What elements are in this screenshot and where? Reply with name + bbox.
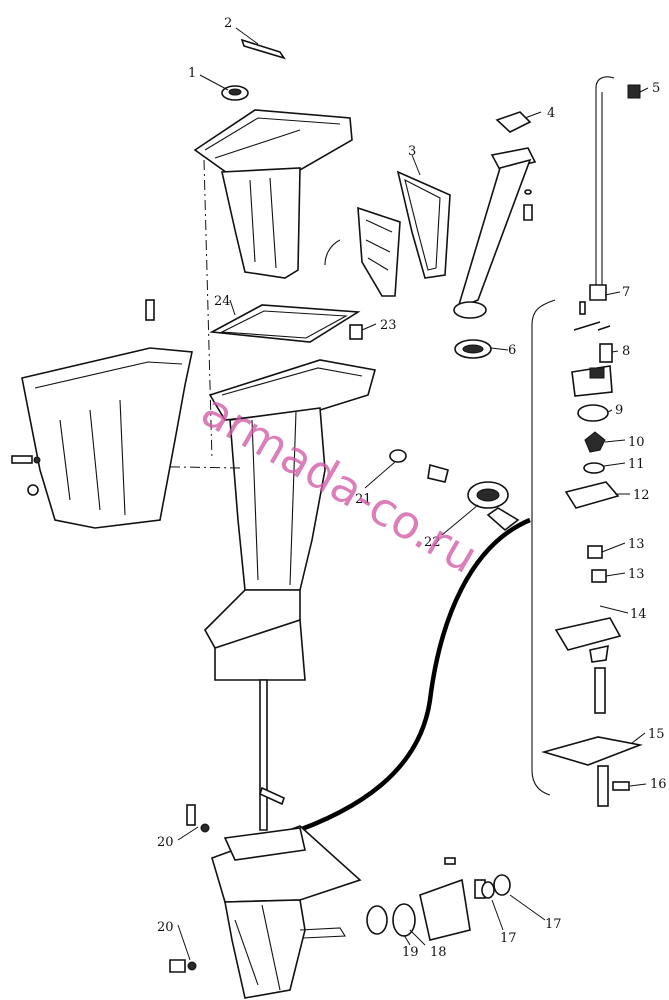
callout-17b: 17 [545,917,562,932]
pump-bracket [531,299,556,796]
callout-6: 6 [508,343,516,358]
callout-22: 22 [424,535,441,550]
part-2-gasket [240,38,286,60]
part-22-seal [467,481,520,532]
part-1-seal [221,85,249,101]
callout-1: 1 [188,66,196,81]
pump-parts [541,301,643,807]
callout-11: 11 [628,457,645,472]
leader-lines [177,27,649,961]
callout-4: 4 [547,106,555,121]
callout-23: 23 [380,318,397,333]
callout-2: 2 [224,16,232,31]
side-cover [21,347,193,529]
callout-20b: 20 [157,920,174,935]
callout-7: 7 [622,285,630,300]
callout-14: 14 [630,607,647,622]
part-3-frame [324,170,451,297]
upper-casing [193,109,353,461]
callout-9: 9 [615,403,623,418]
callout-17a: 17 [500,931,517,946]
callout-15: 15 [648,727,665,742]
callout-24: 24 [214,294,231,309]
callout-16: 16 [650,777,667,792]
callout-19: 19 [402,945,419,960]
bracket-curve [284,517,531,838]
callout-21: 21 [355,492,372,507]
callout-18: 18 [430,945,447,960]
callout-13b: 13 [628,567,645,582]
callout-20a: 20 [157,835,174,850]
cover-bolts [11,299,155,496]
part-21-plug [389,449,449,483]
gearcase [211,825,362,999]
callout-13a: 13 [628,537,645,552]
drive-shaft [259,679,285,831]
callout-3: 3 [408,144,416,159]
callout-5: 5 [652,81,660,96]
bearing-carrier [366,857,511,941]
part-4-exhaust-tube [453,111,537,319]
callout-12: 12 [633,488,650,503]
part-23-bushing [349,324,363,340]
part-6-grommet [454,339,492,359]
part-5-water-pipe [589,76,641,301]
callout-10: 10 [628,435,645,450]
lower-casing [59,359,377,681]
part-20-bolts [169,804,210,973]
part-24-gasket [209,304,361,343]
callout-8: 8 [622,344,630,359]
callout-labels: 1 2 3 4 5 6 7 8 9 10 11 12 13 13 14 15 1… [157,16,667,960]
